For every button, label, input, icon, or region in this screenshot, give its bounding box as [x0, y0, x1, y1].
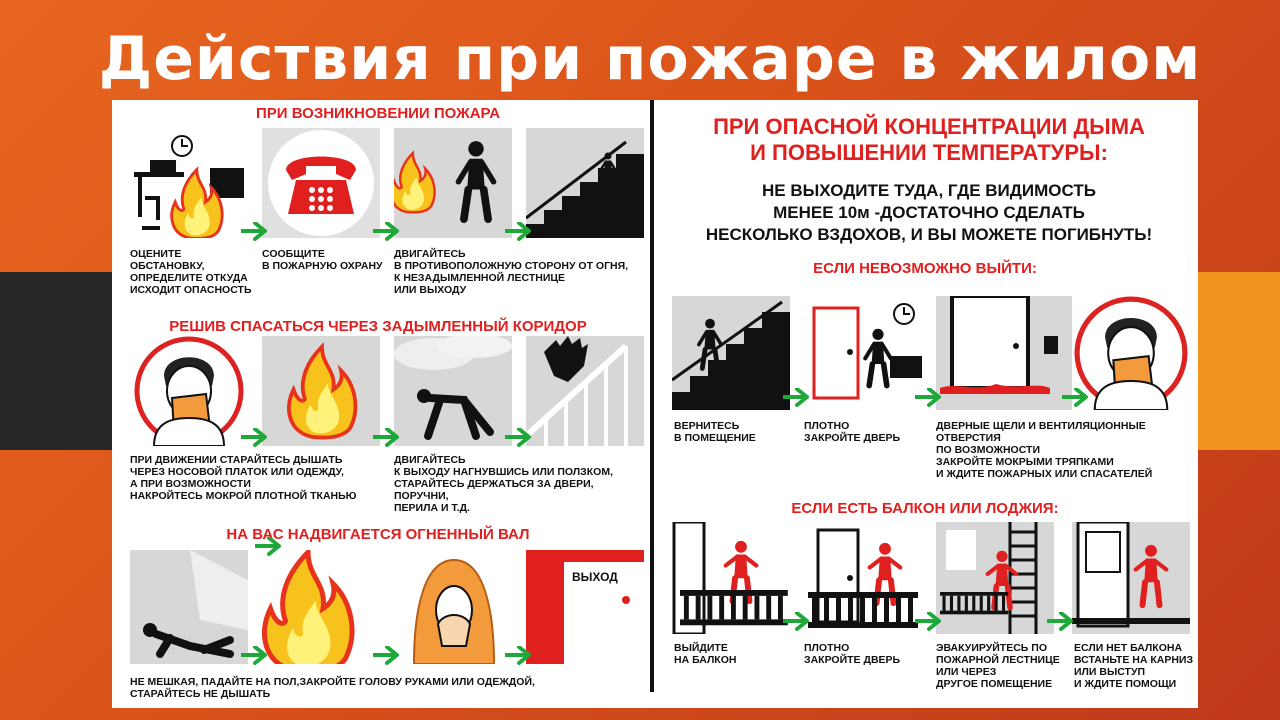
panel-return-room: [672, 296, 790, 410]
caption-breathe: ПРИ ДВИЖЕНИИ СТАРАЙТЕСЬ ДЫШАТЬ ЧЕРЕЗ НОС…: [130, 454, 357, 502]
warning-line1: НЕ ВЫХОДИТЕ ТУДА, ГДЕ ВИДИМОСТЬ: [762, 181, 1096, 200]
right-title-line1: ПРИ ОПАСНОЙ КОНЦЕНТРАЦИИ ДЫМА: [713, 114, 1145, 139]
visibility-warning: НЕ ВЫХОДИТЕ ТУДА, ГДЕ ВИДИМОСТЬ МЕНЕЕ 10…: [660, 180, 1198, 246]
arrow-icon: [783, 612, 809, 631]
arrow-icon: [373, 428, 399, 447]
warning-line2: МЕНЕЕ 10м -ДОСТАТОЧНО СДЕЛАТЬ: [773, 203, 1085, 222]
door-handle-icon: [622, 596, 630, 604]
panel-crawl: [394, 336, 512, 446]
arrow-icon: [505, 646, 531, 665]
section-title-fire-wave: НА ВАС НАДВИГАЕТСЯ ОГНЕННЫЙ ВАЛ: [226, 526, 530, 543]
section-title-cannot-exit: ЕСЛИ НЕВОЗМОЖНО ВЫЙТИ:: [813, 260, 1037, 277]
panel-seal-gaps: [936, 296, 1074, 410]
panel-fire-wave: [262, 550, 380, 664]
caption-go-balcony: ВЫЙДИТЕ НА БАЛКОН: [674, 642, 737, 666]
panel-fire: [262, 336, 380, 446]
background-stripe-amber: [1196, 272, 1280, 450]
arrow-icon: [373, 222, 399, 241]
caption-ledge: ЕСЛИ НЕТ БАЛКОНА ВСТАНЬТЕ НА КАРНИЗ ИЛИ …: [1074, 642, 1194, 690]
section-title-balcony: ЕСЛИ ЕСТЬ БАЛКОН ИЛИ ЛОДЖИЯ:: [791, 500, 1059, 517]
caption-seal-gaps: ДВЕРНЫЕ ЩЕЛИ И ВЕНТИЛЯЦИОННЫЕ ОТВЕРСТИЯ …: [936, 420, 1153, 480]
instruction-poster: ПРИ ВОЗНИКНОВЕНИИ ПОЖАРА: [112, 100, 1198, 708]
arrow-icon: [241, 222, 267, 241]
arrow-icon: [1047, 612, 1073, 631]
panel-phone: [262, 128, 380, 238]
panel-stairs: [526, 128, 644, 238]
caption-call: СООБЩИТЕ В ПОЖАРНУЮ ОХРАНУ: [262, 248, 383, 272]
panel-go-balcony: [672, 522, 790, 634]
arrow-icon: [783, 388, 809, 407]
panel-hold-rail: [526, 336, 644, 446]
arrow-icon: [1062, 388, 1088, 407]
arrow-icon: [505, 428, 531, 447]
caption-return: ВЕРНИТЕСЬ В ПОМЕЩЕНИЕ: [674, 420, 756, 444]
exit-sign: ВЫХОД: [572, 570, 618, 584]
arrow-icon: [915, 612, 941, 631]
caption-close-door: ПЛОТНО ЗАКРОЙТЕ ДВЕРЬ: [804, 420, 901, 444]
panel-balcony-close-door: [804, 522, 922, 634]
panel-ledge: [1072, 522, 1190, 634]
arrow-icon: [241, 428, 267, 447]
panel-assess-room: [130, 128, 248, 238]
section-title-smoky-corridor: РЕШИВ СПАСАТЬСЯ ЧЕРЕЗ ЗАДЫМЛЕННЫЙ КОРИДО…: [169, 318, 587, 335]
right-title: ПРИ ОПАСНОЙ КОНЦЕНТРАЦИИ ДЫМА И ПОВЫШЕНИ…: [660, 114, 1198, 166]
arrow-icon: [373, 646, 399, 665]
panel-breathe-cloth: [130, 336, 248, 446]
caption-fire-escape: ЭВАКУИРУЙТЕСЬ ПО ПОЖАРНОЙ ЛЕСТНИЦЕ ИЛИ Ч…: [936, 642, 1060, 690]
panel-fire-escape: [936, 522, 1054, 634]
arrow-icon: [241, 646, 267, 665]
poster-divider: [650, 100, 654, 692]
arrow-icon: [255, 537, 281, 556]
caption-assess: ОЦЕНИТЕ ОБСТАНОВКУ, ОПРЕДЕЛИТЕ ОТКУДА ИС…: [130, 248, 252, 296]
panel-cover-head: [394, 550, 512, 664]
warning-line3: НЕСКОЛЬКО ВЗДОХОВ, И ВЫ МОЖЕТЕ ПОГИБНУТЬ…: [705, 225, 1153, 244]
background-stripe-dark: [0, 272, 118, 450]
caption-move: ДВИГАЙТЕСЬ В ПРОТИВОПОЛОЖНУЮ СТОРОНУ ОТ …: [394, 248, 629, 296]
panel-move-away: [394, 128, 512, 238]
arrow-icon: [915, 388, 941, 407]
panel-drop-floor: [130, 550, 248, 664]
panel-breathe-cloth-right: [1072, 296, 1190, 410]
panel-close-door: [804, 296, 922, 410]
section-title-fire-start: ПРИ ВОЗНИКНОВЕНИИ ПОЖАРА: [255, 105, 501, 122]
panel-exit: ВЫХОД: [526, 550, 644, 664]
caption-drop: НЕ МЕШКАЯ, ПАДАЙТЕ НА ПОЛ,ЗАКРОЙТЕ ГОЛОВ…: [130, 676, 535, 700]
right-title-line2: И ПОВЫШЕНИИ ТЕМПЕРАТУРЫ:: [750, 140, 1108, 165]
caption-crawl: ДВИГАЙТЕСЬ К ВЫХОДУ НАГНУВШИСЬ ИЛИ ПОЛЗК…: [394, 454, 613, 514]
arrow-icon: [505, 222, 531, 241]
caption-balcony-close: ПЛОТНО ЗАКРОЙТЕ ДВЕРЬ: [804, 642, 901, 666]
